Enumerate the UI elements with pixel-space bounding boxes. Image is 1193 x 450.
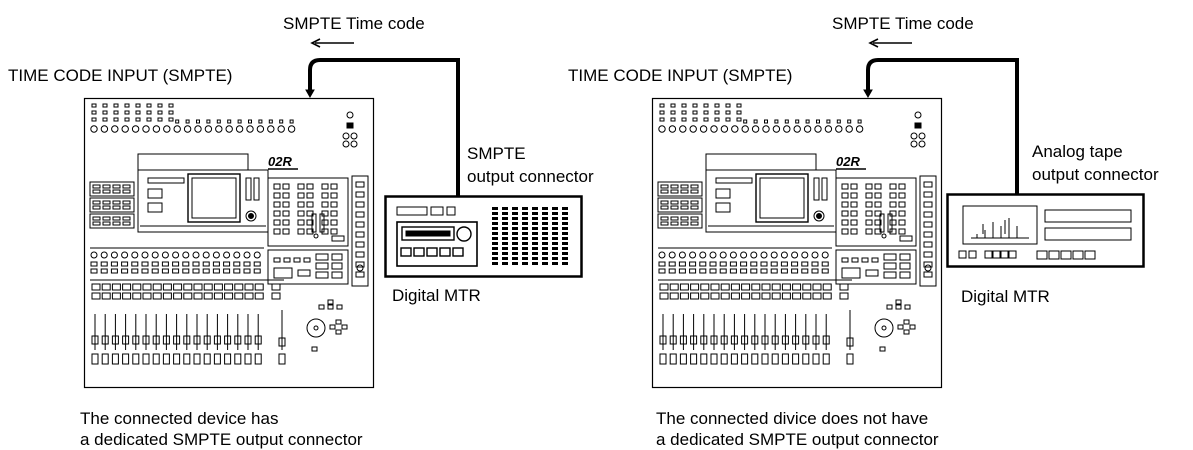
right-mixing-console: 02R <box>651 97 943 389</box>
right-caption-line1: The connected divice does not have <box>656 409 929 428</box>
right-input-label: TIME CODE INPUT (SMPTE) <box>568 66 793 85</box>
right-timecode-label: SMPTE Time code <box>832 14 974 33</box>
right-connector-label-line1: Analog tape <box>1032 142 1123 161</box>
left-digital-mtr <box>384 195 583 278</box>
right-direction-arrow <box>868 38 912 48</box>
left-input-label: TIME CODE INPUT (SMPTE) <box>8 66 233 85</box>
left-device-label: Digital MTR <box>392 286 481 305</box>
left-direction-arrow <box>310 38 354 48</box>
left-smpte-cable <box>305 58 460 196</box>
right-device-label: Digital MTR <box>961 287 1050 306</box>
svg-text:02R: 02R <box>836 154 860 169</box>
right-digital-mtr <box>946 193 1145 268</box>
left-caption-line2: a dedicated SMPTE output connector <box>80 430 363 449</box>
svg-text:02R: 02R <box>268 154 292 169</box>
right-caption-line2: a dedicated SMPTE output connector <box>656 430 939 449</box>
right-panel: 02R <box>651 38 1145 389</box>
left-connector-label-line1: SMPTE <box>467 144 526 163</box>
right-connector-label-line2: output connector <box>1032 165 1159 184</box>
left-connector-label-line2: output connector <box>467 167 594 186</box>
left-caption-line1: The connected device has <box>80 409 279 428</box>
left-panel: 02R <box>83 38 583 389</box>
left-mixing-console: 02R <box>83 97 375 389</box>
left-timecode-label: SMPTE Time code <box>283 14 425 33</box>
right-timecode-cable <box>863 58 1019 194</box>
